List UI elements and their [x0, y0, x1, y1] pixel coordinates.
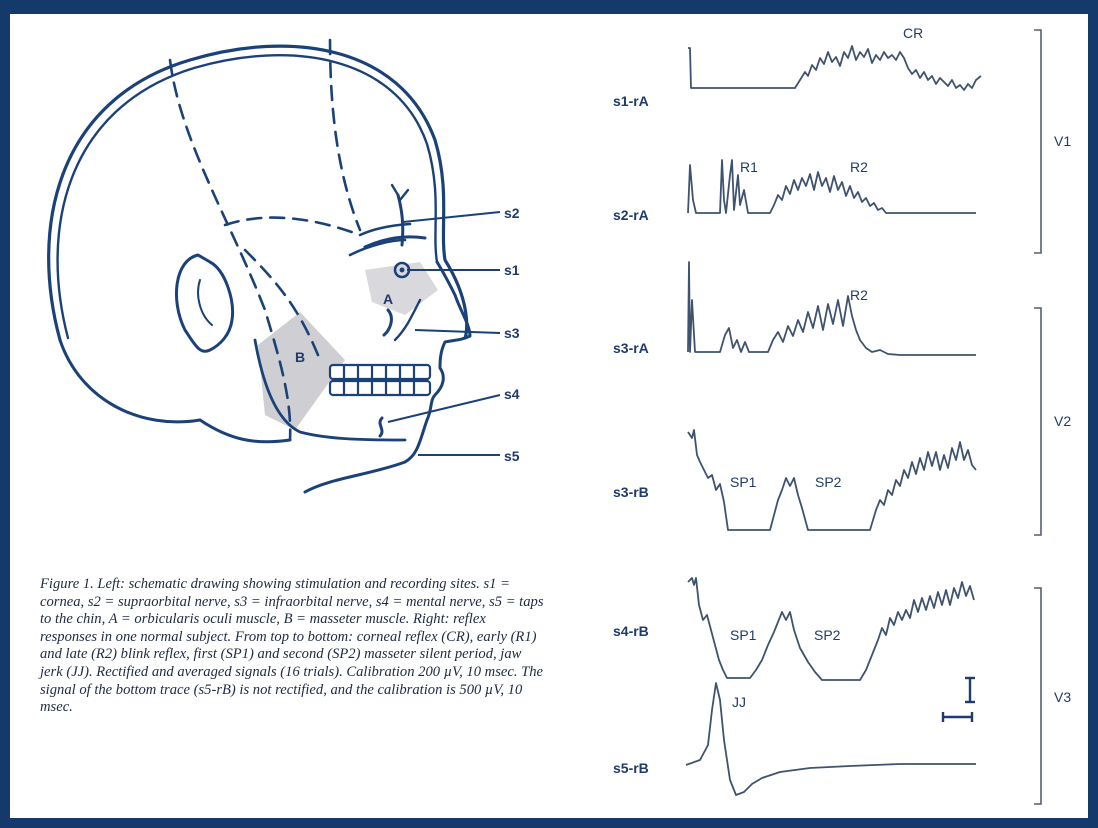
- ear-inner: [198, 280, 212, 325]
- site-label-s3: s3: [504, 325, 520, 341]
- calibration-bars: [943, 678, 975, 722]
- annot-sp2-s4: SP2: [814, 627, 841, 643]
- head-schematic: s2 s1 s3 s4 s5 A B: [49, 40, 520, 492]
- site-label-s5: s5: [504, 448, 520, 464]
- pupil: [400, 268, 405, 273]
- trace-s2-ra: [688, 160, 976, 213]
- reflex-traces: s1-rA s2-rA s3-rA s3-rB s4-rB s5-rB CR R…: [613, 25, 981, 795]
- trace-s3-ra: [688, 262, 976, 355]
- site-label-s1: s1: [504, 262, 520, 278]
- annot-r2-s2: R2: [850, 159, 868, 175]
- trace-label-s3-ra: s3-rA: [613, 340, 649, 356]
- neck-base: [200, 420, 290, 442]
- site-label-s4: s4: [504, 386, 520, 402]
- region-label-a: A: [383, 291, 393, 307]
- trace-s5-rb: [686, 683, 976, 795]
- annot-sp2-s3: SP2: [815, 474, 842, 490]
- bracket-label-v1: V1: [1054, 133, 1071, 149]
- annot-r2-s3: R2: [850, 287, 868, 303]
- infraorbital-nerve: [384, 310, 391, 335]
- annot-r1: R1: [740, 159, 758, 175]
- trace-label-s2-ra: s2-rA: [613, 207, 649, 223]
- trace-label-s5-rb: s5-rB: [613, 760, 649, 776]
- annot-sp1-s4: SP1: [730, 627, 757, 643]
- bracket-label-v3: V3: [1054, 689, 1071, 705]
- ear: [176, 255, 232, 351]
- region-label-b: B: [295, 349, 305, 365]
- division-brackets: [1034, 30, 1041, 804]
- annot-sp1-s3: SP1: [730, 474, 757, 490]
- nerve-dashed-3: [225, 218, 360, 235]
- bracket-label-v2: V2: [1054, 413, 1071, 429]
- trace-s1-ra: [688, 46, 981, 90]
- trace-label-s4-rb: s4-rB: [613, 623, 649, 639]
- teeth: [330, 365, 430, 395]
- site-label-s2: s2: [504, 205, 520, 221]
- neck-back: [60, 340, 200, 422]
- annot-cr: CR: [903, 25, 923, 41]
- figure-caption: Figure 1. Left: schematic drawing showin…: [40, 576, 545, 717]
- trace-label-s3-rb: s3-rB: [613, 484, 649, 500]
- annot-jj: JJ: [732, 694, 746, 710]
- trace-label-s1-ra: s1-rA: [613, 93, 649, 109]
- mental-nerve: [380, 418, 382, 436]
